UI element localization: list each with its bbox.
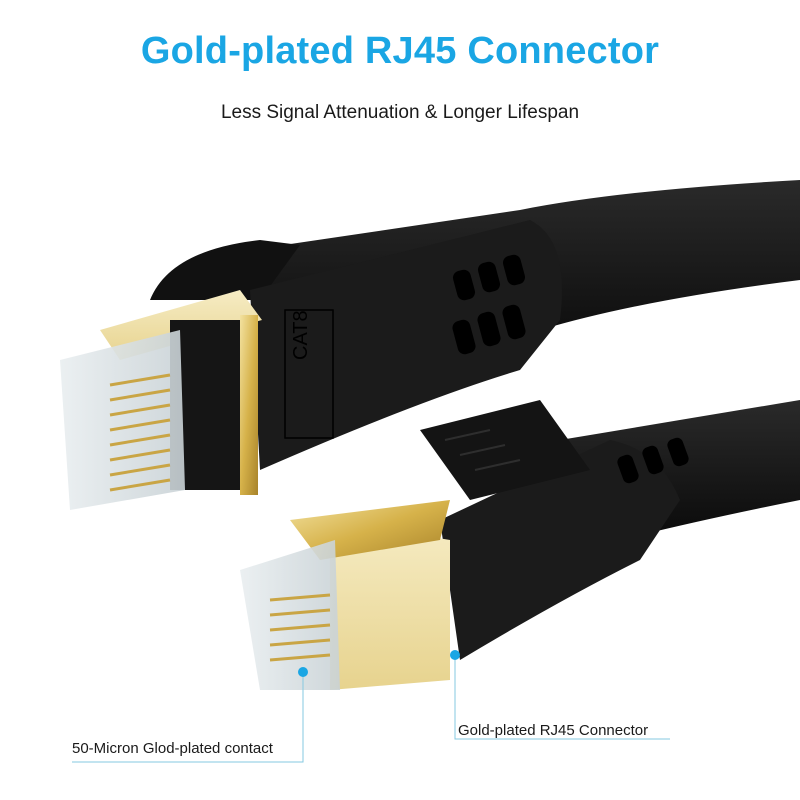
- callout-dot-left: [298, 667, 308, 677]
- page-subtitle: Less Signal Attenuation & Longer Lifespa…: [220, 102, 580, 123]
- callout-contact-label: 50-Micron Glod-plated contact: [72, 740, 273, 757]
- cat8-marking: CAT8: [290, 310, 312, 360]
- upper-cable: [150, 180, 800, 470]
- callout-dot-right: [450, 650, 460, 660]
- callout-connector-label: Gold-plated RJ45 Connector: [458, 722, 649, 739]
- lower-rj45-connector: [240, 500, 450, 690]
- upper-rj45-connector: [60, 290, 262, 510]
- page-title: Gold-plated RJ45 Connector: [140, 30, 660, 72]
- lower-cable: [420, 400, 800, 660]
- callout-lines: [72, 653, 670, 763]
